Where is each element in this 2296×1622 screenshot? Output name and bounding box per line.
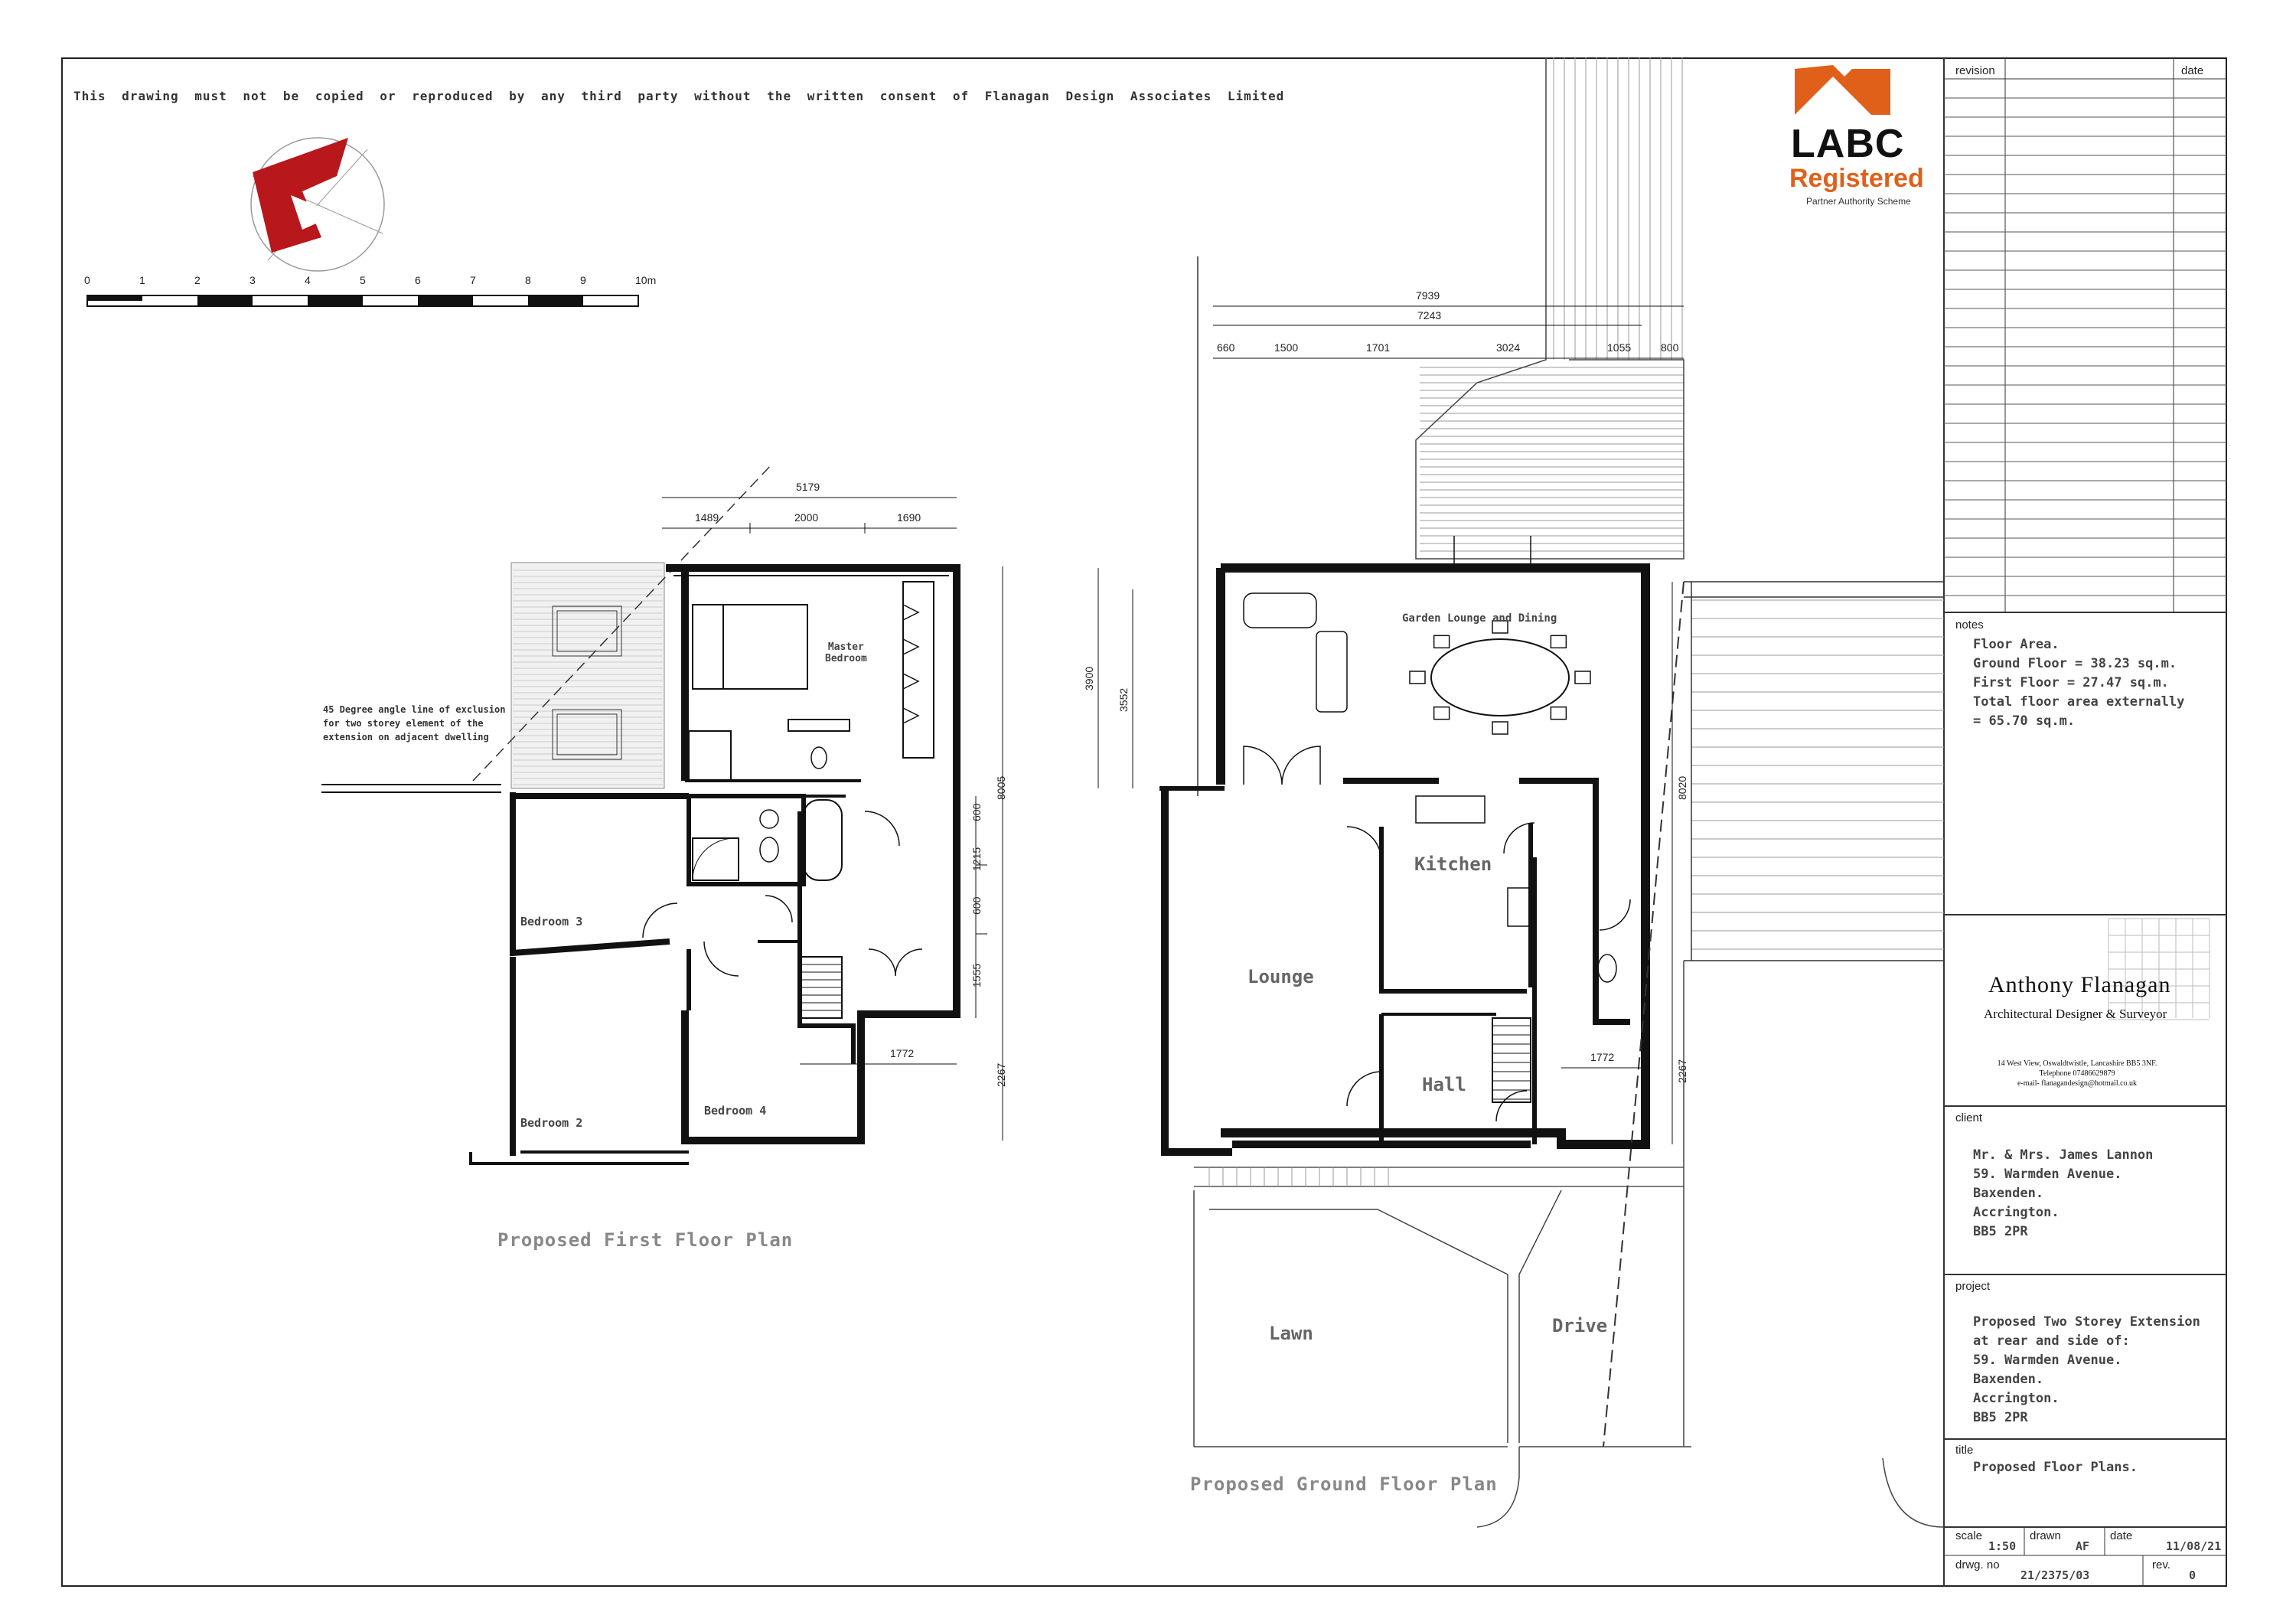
drwg-value: 21/2375/03 <box>2020 1568 2090 1582</box>
dim-ff-v5: 1555 <box>970 963 983 987</box>
first-floor-title: Proposed First Floor Plan <box>497 1229 794 1251</box>
dim-gf-v3: 8020 <box>1676 775 1688 800</box>
room-bedroom-3: Bedroom 3 <box>520 915 583 928</box>
dim-gf-low: 1772 <box>1590 1051 1615 1063</box>
dim-ff-low: 1772 <box>890 1047 915 1059</box>
labc-logo-icon <box>1795 65 1890 115</box>
dim-ff-1: 1489 <box>695 511 719 524</box>
drwg-label: drwg. no <box>1955 1558 2000 1571</box>
project-text: Proposed Two Storey Extension at rear an… <box>1973 1314 2200 1425</box>
revision-rows <box>1944 97 2227 596</box>
dim-gf-5: 1055 <box>1607 341 1632 354</box>
dim-gf-o2: 7243 <box>1417 309 1442 321</box>
dim-ff-v4: 600 <box>970 896 983 915</box>
scale-label: 2 <box>194 274 201 286</box>
drawing-sheet-border <box>61 57 2227 1587</box>
scale-label: 5 <box>360 274 366 286</box>
scale-label: 9 <box>580 274 586 286</box>
ground-floor-plan <box>1097 57 1945 1528</box>
dim-ff-v2: 600 <box>970 803 983 821</box>
area-drive: Drive <box>1552 1315 1608 1336</box>
dim-ff-2: 2000 <box>794 511 819 524</box>
dim-gf-4: 3024 <box>1496 341 1521 354</box>
dim-gf-6: 800 <box>1661 341 1679 354</box>
scale-label: 0 <box>84 274 90 286</box>
dim-ff-overall: 5179 <box>796 481 820 493</box>
title-text: Proposed Floor Plans. <box>1973 1460 2138 1475</box>
date-value: 11/08/21 <box>2166 1539 2222 1553</box>
dim-gf-3: 1701 <box>1366 341 1391 354</box>
ground-floor-title: Proposed Ground Floor Plan <box>1190 1474 1498 1495</box>
title-block-grid <box>1943 57 2227 1587</box>
room-hall: Hall <box>1422 1074 1466 1095</box>
client-label: client <box>1955 1111 1983 1124</box>
labc-registered: Registered <box>1789 164 1924 193</box>
room-bedroom-2: Bedroom 2 <box>520 1116 583 1130</box>
dim-ff-3: 1690 <box>897 511 921 524</box>
scale-label: 6 <box>415 274 421 286</box>
notes-label: notes <box>1955 618 1984 632</box>
labc-subtitle: Partner Authority Scheme <box>1806 196 1911 207</box>
dim-ff-v6: 2267 <box>995 1062 1007 1087</box>
dim-ff-v1: 8005 <box>995 775 1007 800</box>
scale-value: 1:50 <box>1988 1539 2017 1553</box>
company-logo-grid-icon <box>2108 918 2210 1020</box>
room-master-bedroom: Master Bedroom <box>825 641 867 664</box>
project-label: project <box>1955 1280 1991 1293</box>
dim-gf-v2: 3552 <box>1117 687 1130 712</box>
north-arrow-icon <box>250 137 385 272</box>
notes-text: Floor Area. Ground Floor = 38.23 sq.m. F… <box>1973 637 2185 729</box>
dim-gf-1: 660 <box>1217 341 1235 354</box>
dim-gf-v1: 3900 <box>1083 666 1095 690</box>
room-kitchen: Kitchen <box>1414 853 1492 875</box>
room-bedroom-4: Bedroom 4 <box>704 1104 767 1118</box>
title-label: title <box>1955 1444 1974 1457</box>
dim-gf-2: 1500 <box>1274 341 1299 354</box>
scale-label: 8 <box>525 274 531 286</box>
room-garden-lounge: Garden Lounge and Dining <box>1402 612 1557 625</box>
first-floor-plan <box>321 462 1003 1165</box>
date2-label: date <box>2110 1529 2133 1542</box>
scale-label: 4 <box>305 274 311 286</box>
revision-label: revision <box>1955 64 1995 77</box>
company-address: 14 West View, Oswaldtwistle, Lancashire … <box>1997 1059 2157 1088</box>
drawn-label: drawn <box>2030 1529 2061 1542</box>
rev-value: 0 <box>2189 1568 2197 1582</box>
drawn-value: AF <box>2076 1539 2090 1553</box>
dim-ff-v3: 1215 <box>970 847 983 871</box>
rev-label: rev. <box>2152 1558 2170 1571</box>
scale-bar <box>86 295 639 307</box>
room-lounge: Lounge <box>1247 966 1314 987</box>
scale-label: scale <box>1955 1529 1983 1542</box>
exclusion-note: 45 Degree angle line of exclusion for tw… <box>323 704 506 742</box>
copyright-notice: This drawing must not be copied or repro… <box>73 89 1285 103</box>
company-role: Architectural Designer & Surveyor <box>1984 1007 2167 1021</box>
dim-gf-v4: 2267 <box>1676 1059 1688 1083</box>
dim-gf-o1: 7939 <box>1416 289 1440 302</box>
scale-label: 10m <box>635 274 657 286</box>
date-label: date <box>2181 64 2204 77</box>
scale-label: 7 <box>470 274 476 286</box>
scale-label: 3 <box>249 274 256 286</box>
scale-label: 1 <box>139 274 145 286</box>
company-name: Anthony Flanagan <box>1988 972 2171 997</box>
area-lawn: Lawn <box>1269 1323 1313 1344</box>
labc-wordmark: LABC <box>1791 122 1905 166</box>
client-text: Mr. & Mrs. James Lannon 59. Warmden Aven… <box>1973 1147 2154 1239</box>
